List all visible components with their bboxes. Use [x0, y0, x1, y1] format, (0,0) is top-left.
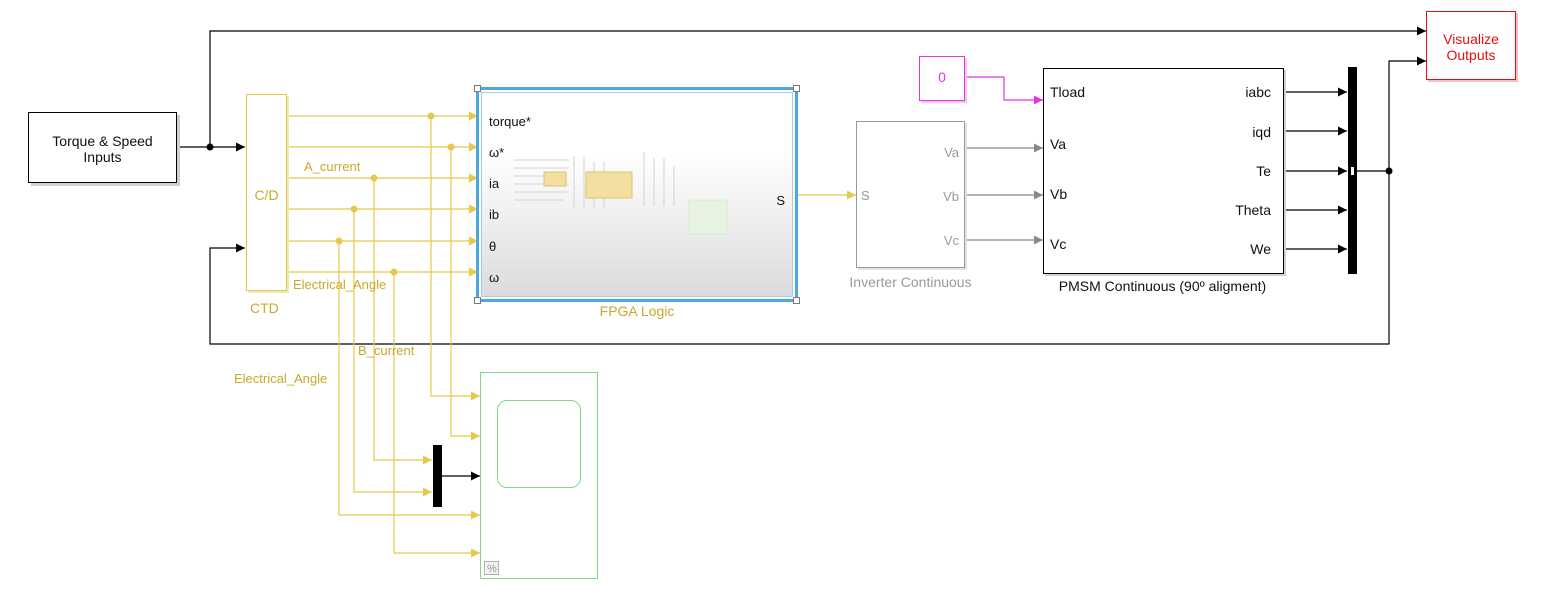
port-iabc: iabc: [1245, 84, 1271, 100]
resize-handle-top-right[interactable]: [793, 85, 800, 92]
port-theta: θ: [489, 239, 497, 254]
wire-inputs-to-visualize: [209, 26, 1426, 147]
port-we: We: [1250, 241, 1271, 257]
branch-point: [427, 112, 435, 120]
signal-label-a-current[interactable]: A_current: [304, 159, 361, 174]
port-va-in: Va: [1050, 136, 1067, 152]
port-vb-in: Vb: [1050, 186, 1068, 202]
port-s-in: S: [861, 188, 870, 203]
port-s-out: S: [776, 193, 785, 208]
port-omega: ω: [489, 270, 500, 285]
port-speed-ref: ω*: [489, 145, 505, 160]
port-vc-out: Vc: [943, 233, 959, 248]
wire-speed-to-scope: [450, 147, 480, 441]
branch-point: [1385, 167, 1393, 175]
inverter-block-name: Inverter Continuous: [849, 274, 972, 290]
wire-torque-to-scope: [430, 116, 480, 401]
wire-tload: [965, 76, 1043, 105]
branch-point: [447, 143, 455, 151]
port-vb-out: Vb: [943, 189, 959, 204]
wire-theta-to-scope: [338, 241, 480, 520]
visualize-outputs-block[interactable]: Visualize Outputs: [1426, 11, 1516, 80]
wire-ia-to-mux: [373, 178, 432, 465]
block-label-line1: Visualize: [1443, 31, 1499, 47]
wire-pmsm-feedback-to-ctd: [209, 171, 1390, 345]
constant-zero-block[interactable]: 0: [919, 56, 965, 101]
branch-point: [350, 205, 358, 213]
branch-point: [206, 143, 214, 151]
signal-label-electrical-angle[interactable]: Electrical_Angle: [293, 277, 387, 292]
branch-point: [370, 174, 378, 182]
block-label-line1: Torque & Speed: [52, 133, 153, 149]
port-theta-out: Theta: [1235, 202, 1271, 218]
ctd-icon-text: C/D: [254, 187, 279, 203]
constant-value: 0: [938, 69, 946, 85]
resize-handle-bottom-right[interactable]: [793, 297, 800, 304]
mux-bar-block[interactable]: [1348, 67, 1357, 274]
port-torque-ref: torque*: [489, 114, 531, 129]
resize-handle-top-left[interactable]: [474, 85, 481, 92]
subsystem-preview-thumbnail: [514, 152, 728, 235]
ctd-block-name: CTD: [250, 300, 279, 316]
port-tload: Tload: [1050, 84, 1086, 100]
small-mux-block[interactable]: [433, 445, 442, 507]
ctd-block[interactable]: C/D: [246, 94, 287, 291]
scope-block[interactable]: %: [480, 372, 598, 579]
port-iqd: iqd: [1252, 124, 1271, 140]
wire-ib-to-mux: [353, 209, 432, 497]
pmsm-continuous-block[interactable]: Tload Va Vb Vc iabc iqd Te Theta We: [1043, 68, 1284, 274]
scope-corner-icon[interactable]: %: [484, 561, 499, 575]
signal-selector-marker: [1350, 166, 1355, 176]
port-te: Te: [1256, 163, 1271, 179]
fpga-logic-block-name: FPGA Logic: [599, 303, 675, 319]
fpga-logic-body: torque* ω* ia ib θ ω S: [481, 92, 793, 297]
port-vc-in: Vc: [1050, 236, 1067, 252]
scope-screen: [497, 400, 581, 488]
signal-label-b-current[interactable]: B_current: [358, 343, 415, 358]
port-va-out: Va: [944, 145, 959, 160]
block-label-line2: Outputs: [1446, 47, 1496, 63]
port-ib: ib: [489, 207, 500, 222]
signal-label-electrical-angle-2[interactable]: Electrical_Angle: [234, 371, 328, 386]
block-label-line2: Inputs: [83, 149, 122, 165]
pmsm-block-name: PMSM Continuous (90º aligment): [1058, 278, 1267, 294]
fpga-logic-block[interactable]: torque* ω* ia ib θ ω S: [474, 85, 800, 304]
branch-point: [390, 268, 398, 276]
branch-point: [335, 237, 343, 245]
torque-speed-inputs-block[interactable]: Torque & Speed Inputs: [28, 112, 177, 183]
port-ia: ia: [489, 176, 500, 191]
wire-bus-to-visualize: [1357, 56, 1426, 172]
resize-handle-bottom-left[interactable]: [474, 297, 481, 304]
wire-omega-to-scope: [393, 272, 480, 558]
inverter-continuous-block[interactable]: S Va Vb Vc: [856, 121, 965, 268]
